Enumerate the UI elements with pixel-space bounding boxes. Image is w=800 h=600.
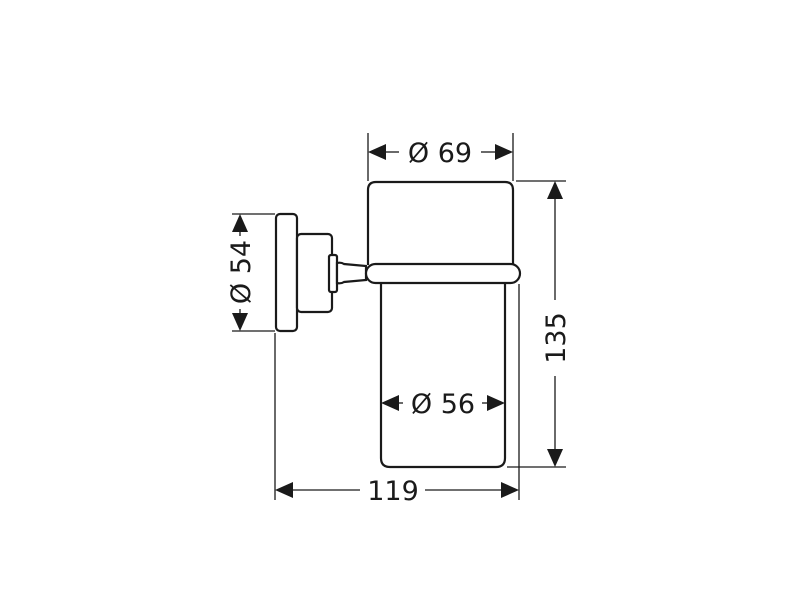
arrow-left-icon xyxy=(368,144,386,160)
dimension-top-diameter: Ø 69 xyxy=(368,138,513,169)
arrow-down-icon xyxy=(547,449,563,467)
dimension-total-depth: 119 xyxy=(275,476,519,507)
wall-mount xyxy=(274,212,368,333)
arrow-up-icon xyxy=(232,214,248,232)
dimension-inner-diameter: Ø 56 xyxy=(381,389,505,420)
total-depth-label: 119 xyxy=(367,476,419,507)
cup-upper xyxy=(366,180,515,265)
arrow-left-icon xyxy=(381,395,399,411)
top-diameter-label: Ø 69 xyxy=(408,138,472,169)
total-height-label: 135 xyxy=(541,312,572,364)
extension-lines xyxy=(232,133,566,500)
arrow-left-icon xyxy=(275,482,293,498)
dimension-total-height: 135 xyxy=(541,181,572,467)
mount-collar xyxy=(295,232,334,314)
mount-neck xyxy=(327,253,339,294)
inner-diameter-label: Ø 56 xyxy=(411,389,475,420)
connecting-rod xyxy=(335,261,368,285)
dimension-flange-diameter: Ø 54 xyxy=(226,214,257,331)
tumbler xyxy=(364,180,522,469)
holder-ring xyxy=(364,262,522,285)
wall-plate xyxy=(274,212,299,333)
arrow-right-icon xyxy=(487,395,505,411)
flange-diameter-label: Ø 54 xyxy=(226,240,257,304)
arrow-right-icon xyxy=(501,482,519,498)
arrow-right-icon xyxy=(495,144,513,160)
arrow-up-icon xyxy=(547,181,563,199)
glass-body xyxy=(379,282,507,469)
arrow-down-icon xyxy=(232,313,248,331)
